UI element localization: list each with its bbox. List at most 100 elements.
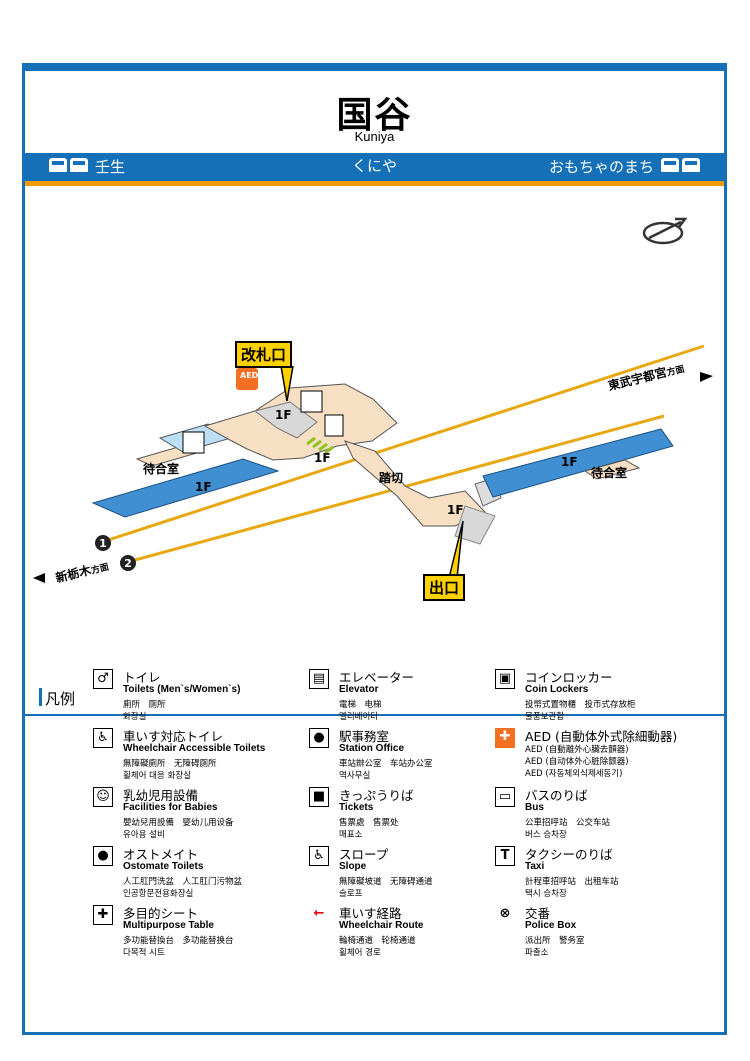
legend-en-text: Slope bbox=[339, 861, 367, 872]
legend-l3-text: 售票處 售票处 bbox=[339, 818, 399, 828]
legend-en-text: Ostomate Toilets bbox=[123, 861, 204, 872]
svg-text:2: 2 bbox=[124, 557, 132, 570]
legend-l4-text: 휠체어 대응 화장실 bbox=[123, 771, 191, 781]
train-icon bbox=[682, 158, 700, 172]
legend-en-text: Station Office bbox=[339, 743, 405, 754]
legend-l3-text: 人工肛門洗盆 人工肛门污物盆 bbox=[123, 877, 243, 887]
wheelchair-route-icon: ← bbox=[313, 906, 325, 921]
legend-en-text: Toilets (Men`s/Women`s) bbox=[123, 684, 241, 695]
legend-l4-text: 버스 승차장 bbox=[525, 830, 567, 840]
legend-l3-text: 嬰幼兒用設備 婴幼儿用设备 bbox=[123, 818, 234, 828]
legend-en-text: Elevator bbox=[339, 684, 379, 695]
multipurpose-icon: ✚ bbox=[93, 905, 113, 925]
bus-icon: ▭ bbox=[495, 787, 515, 807]
legend-en-text: Wheelchair Accessible Toilets bbox=[123, 743, 266, 754]
elevator-icon: ▤ bbox=[309, 669, 329, 689]
track-line-1 bbox=[98, 344, 705, 545]
ticket-gate-callout: 改札口 bbox=[235, 341, 293, 368]
train-icon bbox=[49, 158, 67, 172]
waiting-room-left-label: 待合室 bbox=[143, 462, 180, 476]
aed-icon: ✚ bbox=[495, 728, 515, 748]
legend-l3-text: 車站辦公室 车站办公室 bbox=[339, 759, 433, 769]
crossing-label: 踏切 bbox=[379, 471, 404, 485]
legend-jp-text: 多目的シート bbox=[123, 906, 199, 921]
floor-label: 1F bbox=[275, 408, 292, 422]
legend-l4-text: 택시 승차장 bbox=[525, 889, 567, 899]
legend-jp-text: 乳幼児用設備 bbox=[123, 788, 199, 803]
legend-jp-text: スロープ bbox=[339, 847, 389, 862]
legend-l4-text: 파출소 bbox=[525, 948, 549, 958]
legend-l3-text: 電梯 电梯 bbox=[339, 700, 382, 710]
floor-label: 1F bbox=[195, 480, 212, 494]
floor-label: 1F bbox=[314, 451, 331, 465]
ticket-icon: ■ bbox=[309, 787, 329, 807]
current-station-kana: くにや bbox=[351, 157, 397, 175]
exit-walkway bbox=[454, 505, 496, 545]
legend-jp-text: 交番 bbox=[525, 906, 551, 921]
crossing-path bbox=[344, 440, 486, 527]
legend-jp-text: トイレ bbox=[123, 670, 161, 685]
exit-callout: 出口 bbox=[423, 574, 466, 601]
legend-jp-text: バスのりば bbox=[525, 788, 588, 803]
station-roman-name: Kuniya bbox=[354, 129, 395, 144]
legend-en-text: Wheelchair Route bbox=[339, 920, 424, 931]
legend-l3-text: AED (自動離外心臟去顫器) bbox=[525, 745, 629, 755]
train-icon bbox=[661, 158, 679, 172]
legend-l4-text: 매표소 bbox=[339, 830, 363, 840]
legend-l4-text: 다목적 시트 bbox=[123, 948, 165, 958]
coin-locker-icon: ▣ bbox=[495, 669, 515, 689]
next-station: おもちゃのまち bbox=[548, 158, 654, 176]
legend-divider bbox=[25, 714, 724, 716]
platform-left bbox=[91, 458, 280, 518]
wheelchair-toilet-icon: ♿ bbox=[93, 728, 113, 748]
legend-en-text: Facilities for Babies bbox=[123, 802, 218, 813]
legend-l4-text: 엘리베이터 bbox=[339, 712, 379, 722]
legend-l3-text: 派出所 警务室 bbox=[525, 936, 585, 946]
legend-l4-text: 물품보관함 bbox=[525, 712, 565, 722]
legend-en-text: Bus bbox=[525, 802, 544, 813]
legend-en-text: Tickets bbox=[339, 802, 374, 813]
station-office-icon: ● bbox=[309, 728, 329, 748]
legend-jp-text: 車いす対応トイレ bbox=[123, 729, 224, 744]
station-name: 国谷 bbox=[336, 95, 413, 136]
legend-en-text: Coin Lockers bbox=[525, 684, 589, 695]
legend-l5-text: AED (자동체외식제세동기) bbox=[525, 769, 623, 779]
station-map: 1 2 bbox=[33, 344, 713, 583]
legend-jp-text: エレベーター bbox=[339, 670, 415, 685]
legend-en-text: Taxi bbox=[525, 861, 545, 872]
waiting-room-right-label: 待合室 bbox=[591, 466, 628, 480]
legend-l3-text: 公車招呼站 公交车站 bbox=[525, 818, 611, 828]
legend-l4-text: 슬로프 bbox=[339, 889, 363, 899]
line-band: 壬生 くにや おもちゃのまち bbox=[25, 153, 724, 181]
toilet-icon: ♂ bbox=[93, 669, 113, 689]
train-icon bbox=[70, 158, 88, 172]
station-office-map-icon bbox=[324, 414, 344, 437]
legend-en-text: Police Box bbox=[525, 920, 577, 931]
legend-jp-text: コインロッカー bbox=[525, 670, 613, 685]
legend-l3-text: 廁所 厕所 bbox=[123, 700, 166, 710]
floor-label: 1F bbox=[447, 503, 464, 517]
map-frame: 国谷 Kuniya 壬生 くにや おもちゃのまち bbox=[22, 63, 727, 1035]
legend-l3-text: 無障礙廁所 无障碍厕所 bbox=[123, 759, 217, 769]
legend-en-text: Multipurpose Table bbox=[123, 920, 214, 931]
prev-station: 壬生 bbox=[95, 158, 126, 176]
legend-l4-text: 역사무실 bbox=[339, 771, 371, 781]
legend-jp-text: 車いす経路 bbox=[339, 906, 402, 921]
legend-l3-text: 多功能替換台 多功能替换台 bbox=[123, 936, 234, 946]
svg-text:1: 1 bbox=[99, 537, 107, 550]
ticket-map-icon bbox=[300, 390, 323, 413]
top-rule bbox=[25, 66, 724, 71]
taxi-icon: T bbox=[495, 846, 515, 866]
waiting-room-right bbox=[583, 459, 641, 480]
legend-l3-text: 輪椅通道 轮椅通道 bbox=[339, 936, 416, 946]
legend-l4-text: 휠체어 경로 bbox=[339, 948, 381, 958]
aed-map-icon bbox=[236, 368, 258, 390]
legend-l4-text: 인공항문전용화장실 bbox=[123, 889, 194, 899]
platform-right bbox=[482, 428, 674, 498]
legend-l3-text: 投幣式置物櫃 投币式存放柜 bbox=[525, 700, 636, 710]
legend-l3-text: 無障礙坡道 无障碍通道 bbox=[339, 877, 433, 887]
line-band-accent bbox=[25, 181, 724, 186]
legend-jp-text: タクシーのりば bbox=[525, 847, 613, 862]
legend-jp-text: 駅事務室 bbox=[339, 729, 390, 744]
aed-map-label: AED bbox=[240, 371, 259, 380]
